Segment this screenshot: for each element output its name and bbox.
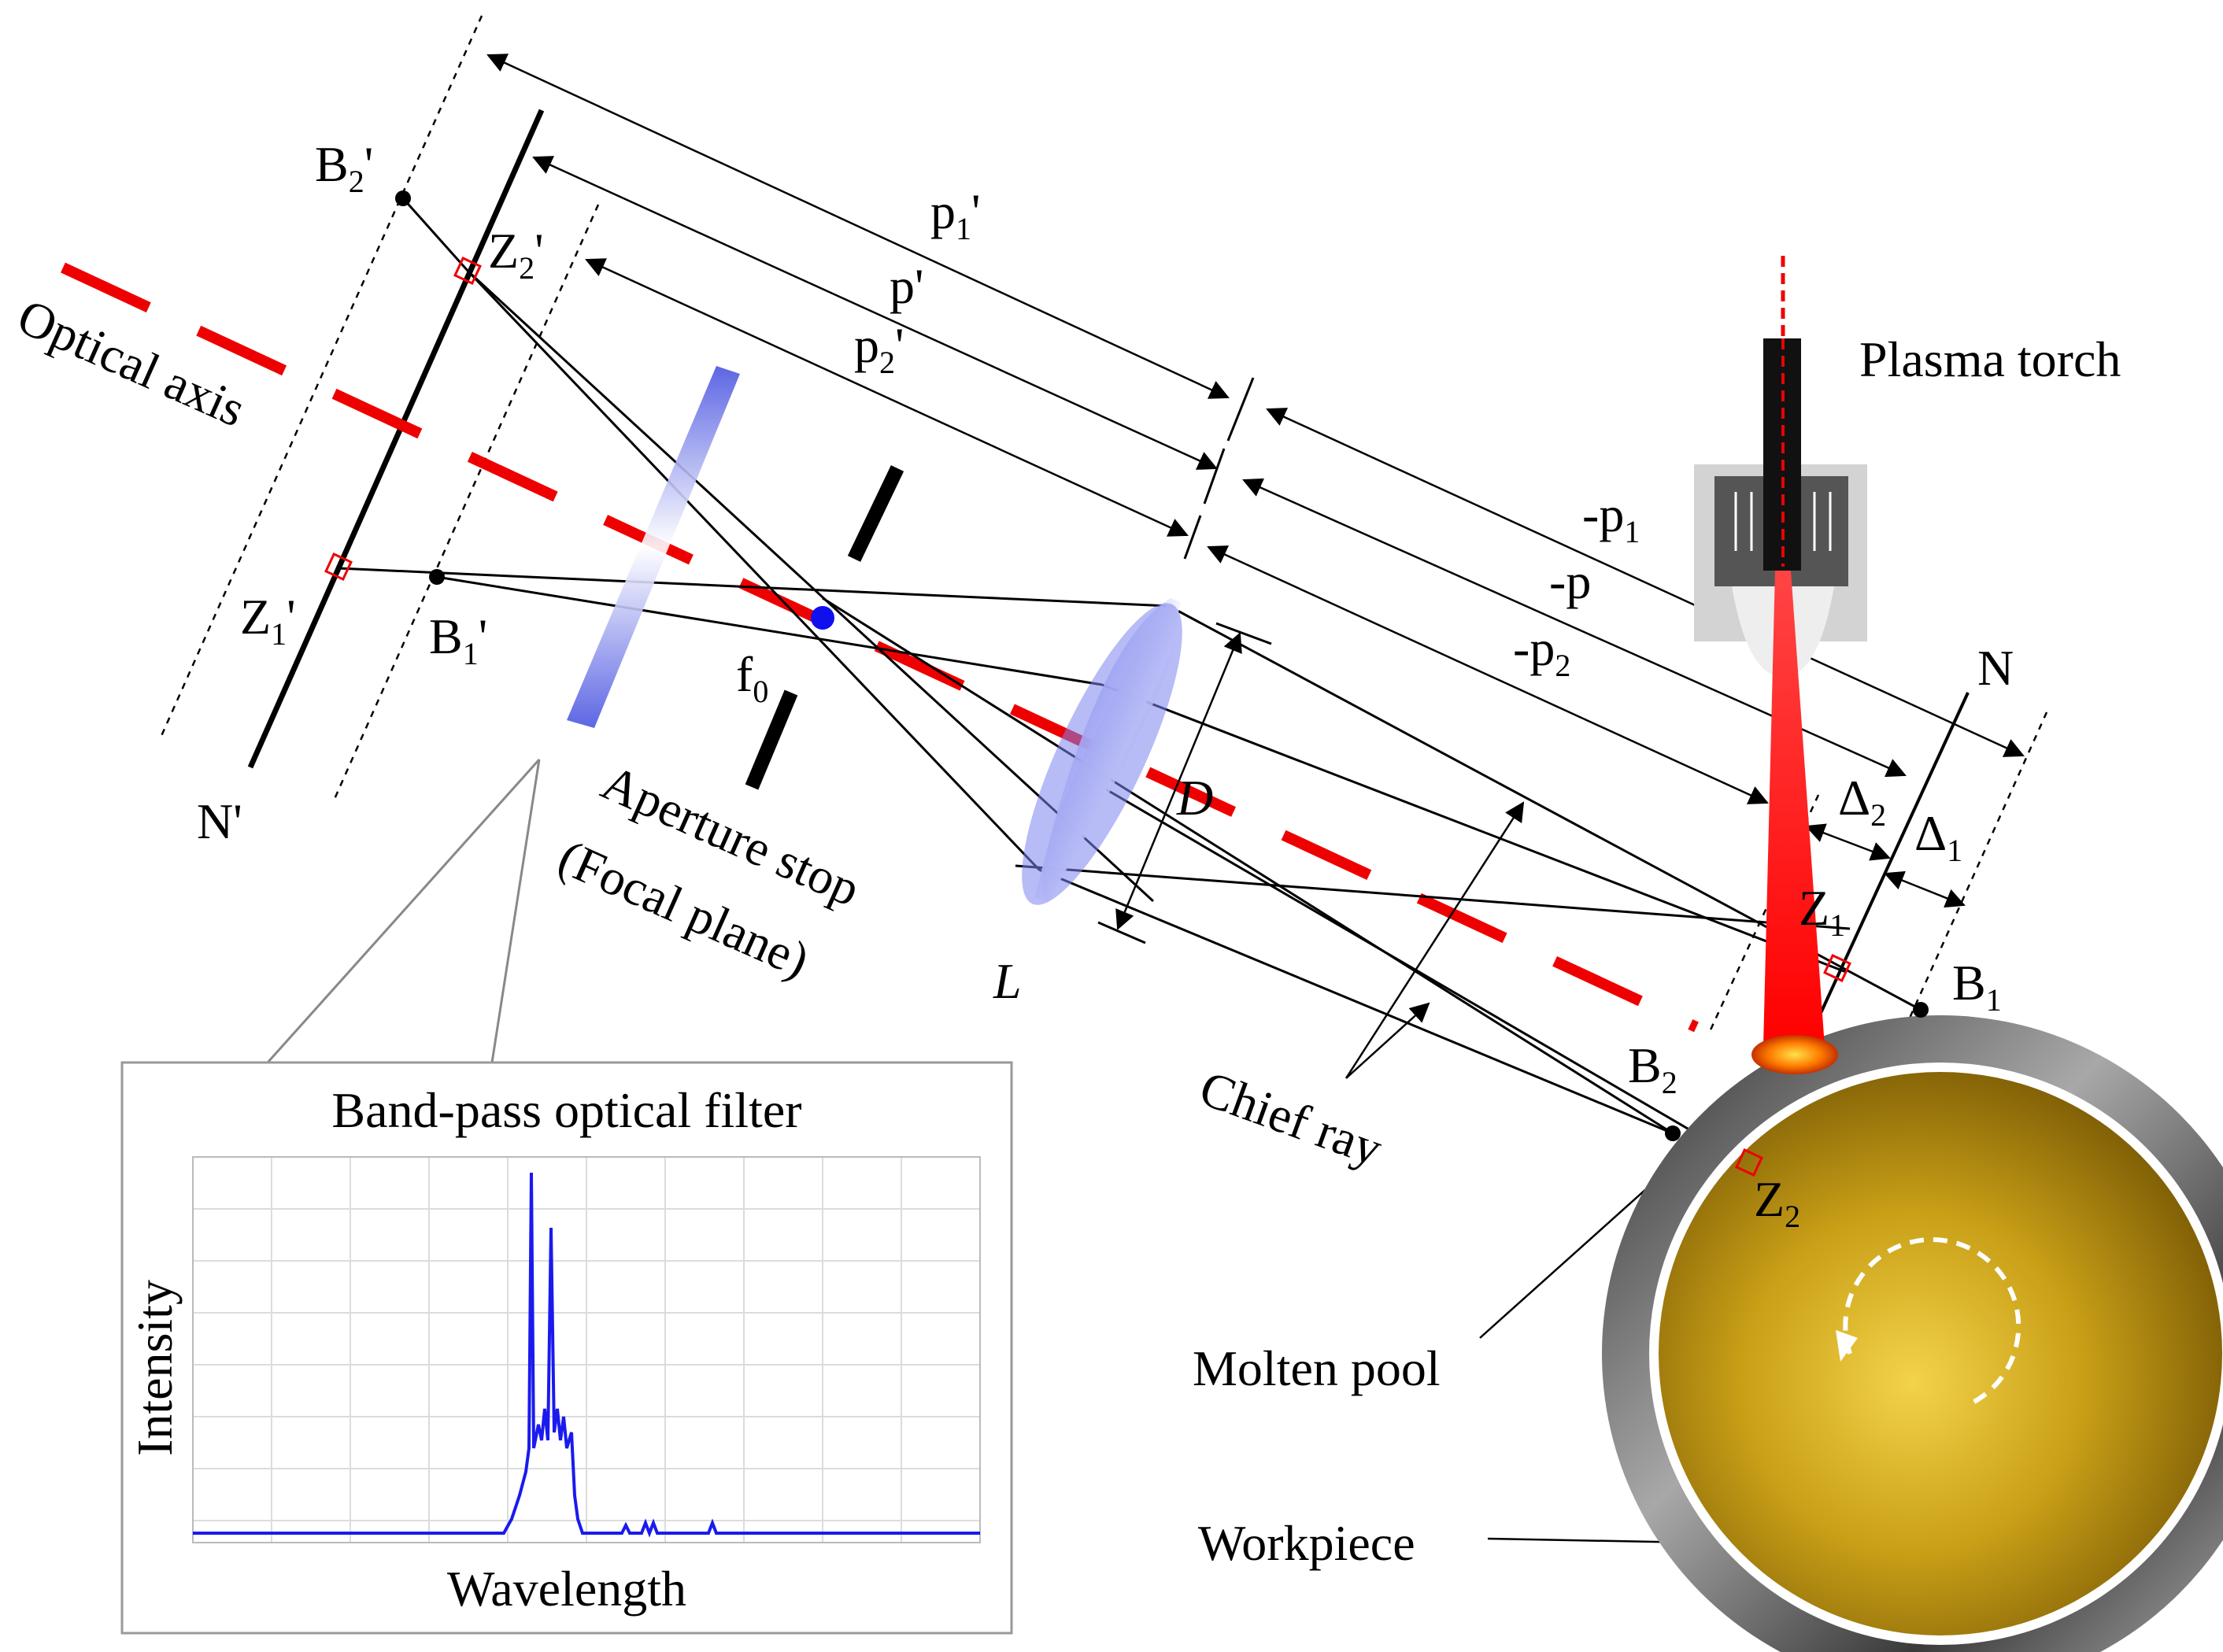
inset-frame (120, 1061, 1013, 1635)
b1-label: B1 (1952, 955, 2002, 1018)
aperture-stop-lower (745, 689, 798, 790)
plane-n-prime-label: N' (197, 793, 242, 849)
rotation-arrow-icon (1843, 1236, 2021, 1407)
z1-prime-label: Z1' (240, 589, 296, 652)
delta2-label: Δ2 (1838, 770, 1886, 833)
dimension-arrows (486, 54, 2025, 944)
optical-axis-label: Optical axis (9, 288, 253, 438)
minus-p-label: -p (1549, 553, 1591, 609)
inset-ylabel: Intensity (127, 1280, 183, 1456)
point-b1 (1913, 1002, 1929, 1018)
band-pass-filter (567, 366, 740, 728)
inset-title: Band-pass optical filter (331, 1082, 801, 1138)
lens (1022, 598, 1182, 905)
workpiece-face (1659, 1072, 2222, 1635)
p-prime-label: p' (890, 258, 924, 314)
z1-label: Z1 (1799, 880, 1845, 943)
b2-label: B2 (1628, 1037, 1677, 1100)
b2-prime-label: B2' (315, 136, 373, 199)
b1-prime-label: B1' (429, 608, 487, 671)
chief-ray-label: Chief ray (1193, 1059, 1389, 1177)
dotted-line-right-b1 (1825, 711, 2048, 1205)
dotted-line-inner-left (333, 204, 600, 800)
molten-pool-shape (1751, 1035, 1838, 1074)
point-b1-prime (429, 569, 445, 585)
workpiece-label: Workpiece (1198, 1515, 1415, 1571)
workpiece (1602, 1015, 2223, 1652)
z1p-marker (324, 553, 353, 581)
lens-diameter-label: D (1176, 770, 1213, 826)
delta1-label: Δ1 (1914, 805, 1962, 868)
plane-n-label: N (1977, 640, 2014, 696)
image-plane-n-prime (247, 109, 545, 769)
lens-label: L (993, 953, 1022, 1009)
dotted-line-outer-left (160, 15, 483, 737)
z2-marker (1735, 1148, 1763, 1177)
focal-point (811, 606, 834, 630)
plasma-torch (1694, 256, 1867, 1074)
minus-p2-label: -p2 (1513, 620, 1570, 683)
plasma-arc (1763, 571, 1825, 1047)
focal-length-label: f0 (736, 646, 768, 709)
p2-prime-label: p2' (854, 317, 904, 380)
plasma-torch-label: Plasma torch (1859, 331, 2121, 387)
p1-prime-label: p1' (930, 183, 981, 246)
inset-grid (193, 1156, 980, 1543)
spectrum-inset: Band-pass optical filter Intensity Wavel… (120, 1061, 1013, 1635)
point-b2-prime (395, 190, 411, 206)
z2-prime-label: Z2' (488, 223, 544, 286)
z2-label: Z2 (1754, 1171, 1800, 1234)
spectrum-curve (193, 1172, 980, 1538)
aperture-stop-upper (847, 465, 904, 562)
point-b2 (1665, 1125, 1681, 1141)
z1-marker (1823, 954, 1851, 982)
inset-xlabel: Wavelength (447, 1561, 686, 1617)
optical-axis (61, 262, 1699, 1033)
molten-pool-label: Molten pool (1193, 1340, 1441, 1396)
z2p-marker (453, 257, 482, 285)
minus-p1-label: -p1 (1582, 486, 1640, 549)
